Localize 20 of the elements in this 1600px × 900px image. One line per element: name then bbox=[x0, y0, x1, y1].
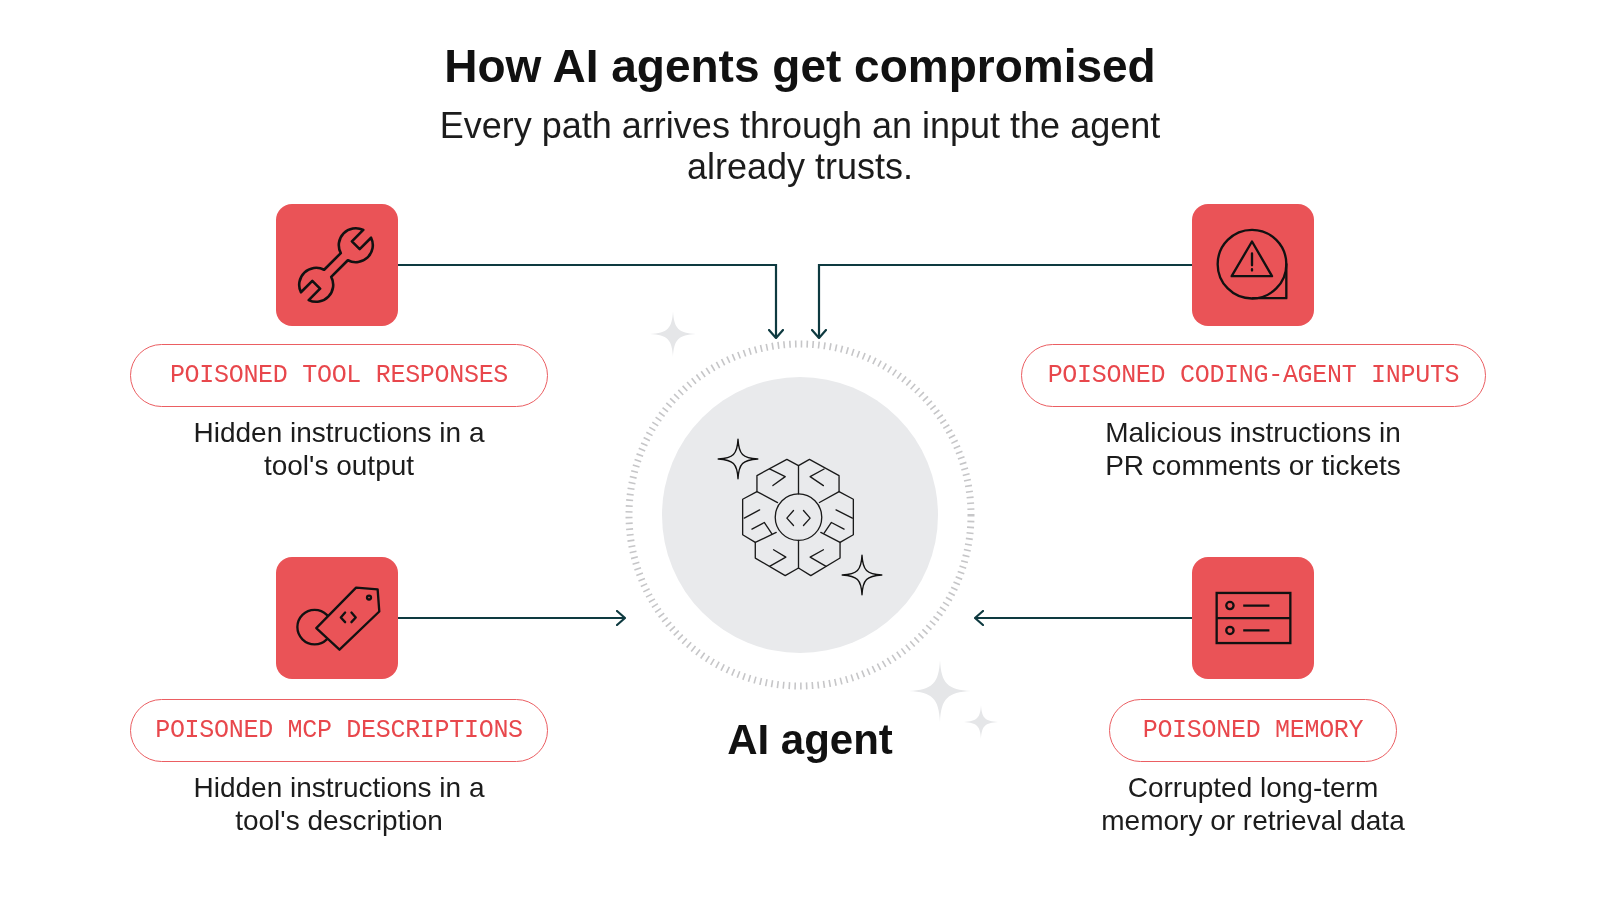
arrow bbox=[398, 609, 627, 627]
icon-tile bbox=[276, 204, 398, 326]
description-text: Hidden instructions in a tool's output bbox=[192, 416, 486, 482]
category-pill: POISONED MEMORY bbox=[1109, 699, 1397, 762]
arrow bbox=[973, 609, 1192, 627]
category-pill: POISONED TOOL RESPONSES bbox=[130, 344, 548, 407]
arrow bbox=[810, 263, 1192, 340]
description-text: Hidden instructions in a tool's description bbox=[192, 771, 486, 837]
description-text: Malicious instructions in PR comments or tickets bbox=[1104, 416, 1402, 482]
arrow bbox=[398, 263, 785, 340]
subtitle: Every path arrives through an input the agent already trusts. bbox=[438, 105, 1162, 187]
agent-label: AI agent bbox=[727, 715, 893, 765]
icon-tile bbox=[276, 557, 398, 679]
category-pill: POISONED MCP DESCRIPTIONS bbox=[130, 699, 548, 762]
icon-tile bbox=[1192, 204, 1314, 326]
icon-tile bbox=[1192, 557, 1314, 679]
category-pill: POISONED CODING-AGENT INPUTS bbox=[1021, 344, 1486, 407]
agent-circle bbox=[625, 340, 975, 690]
title: How AI agents get compromised bbox=[444, 39, 1156, 94]
description-text: Corrupted long-term memory or retrieval data bbox=[1100, 771, 1406, 837]
